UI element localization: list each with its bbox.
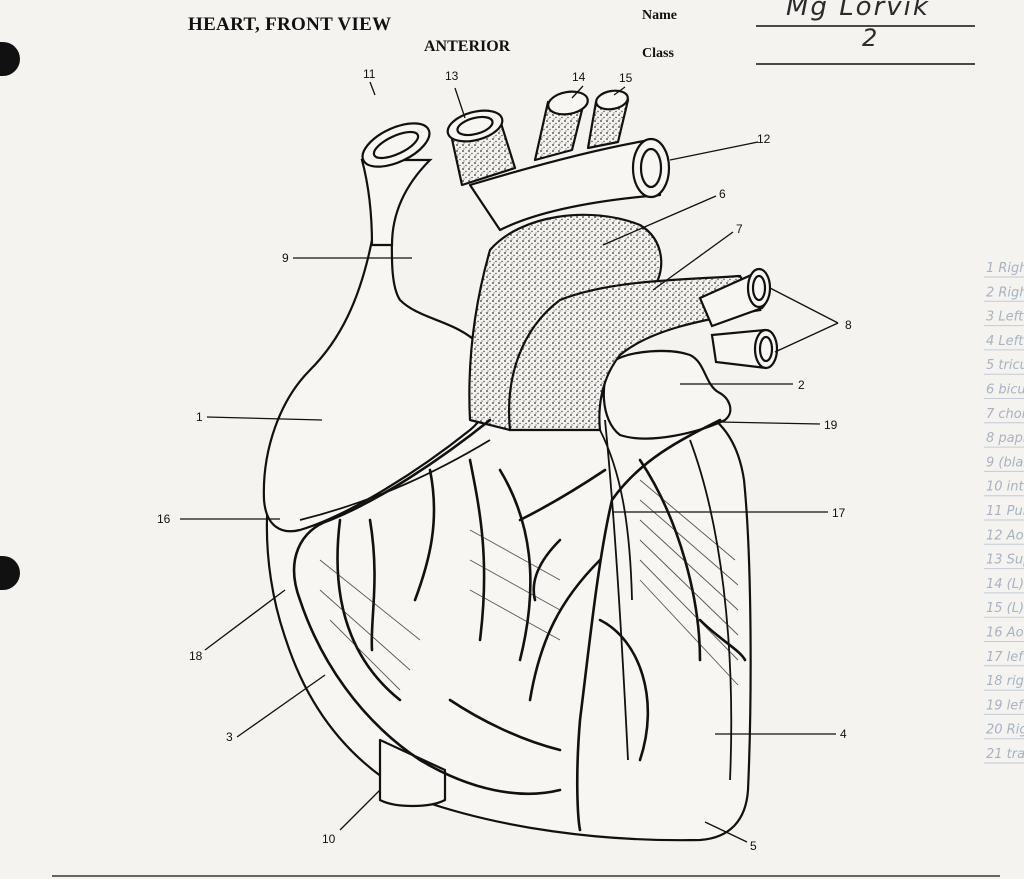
coronary-branch-12	[448, 698, 562, 752]
label-14: 14	[572, 70, 586, 84]
bleedthrough-list-item: 12 Aortic semilunar valve	[986, 528, 1024, 543]
bleedthrough-list-item: 13 Superior vena cava	[986, 553, 1024, 568]
coronary-branch-10	[532, 538, 562, 602]
name-field: Mg Lorvik	[786, 0, 930, 22]
label-6: 6	[719, 187, 726, 201]
coronary-sulcus	[299, 439, 491, 521]
superior-vena-cava	[360, 158, 433, 247]
name-label: Name	[642, 8, 677, 23]
label-8: 8	[845, 318, 852, 332]
binder-hole-bottom	[0, 556, 20, 590]
binder-hole-top	[0, 42, 20, 76]
bleedthrough-list-item: 16 Aorta	[986, 626, 1024, 641]
label-2: 2	[798, 378, 805, 392]
class-label: Class	[642, 46, 674, 61]
coronary-branch-2	[468, 458, 486, 642]
label-group: 1 2 3 4 5 6 7 8 9 10 11 12 13 14 15 16 1…	[157, 67, 852, 853]
label-18: 18	[189, 649, 203, 663]
right-ventricle-edge	[599, 429, 633, 601]
label-17: 17	[832, 506, 846, 520]
label-4: 4	[840, 727, 847, 741]
label-3: 3	[226, 730, 233, 744]
label-12: 12	[757, 132, 771, 146]
worksheet-subtitle: ANTERIOR	[424, 38, 511, 55]
inferior-vena-cava-outline	[378, 738, 447, 808]
coronary-branch-4	[368, 518, 376, 652]
coronary-branch-8	[638, 458, 702, 662]
right-coronary-artery	[292, 418, 562, 796]
label-13: 13	[445, 69, 459, 83]
bleedthrough-list-item: 5 tricuspid valve	[986, 358, 1024, 373]
class-field: 2	[862, 24, 878, 52]
label-15: 15	[619, 71, 633, 85]
label-16: 16	[157, 512, 171, 526]
coronary-branch-6	[528, 558, 602, 702]
coronary-branch-9	[518, 468, 607, 522]
bleedthrough-list-item: 10 interventricular septum	[986, 480, 1024, 495]
bleedthrough-answer-list: 1 Right Atrium 2 Right ventricle 3 Left at…	[984, 261, 1024, 764]
label-11: 11	[363, 67, 376, 81]
left-atrium-outline	[602, 349, 732, 440]
bleedthrough-list-item: 1 Right Atrium	[986, 261, 1024, 276]
bleedthrough-list-item: 3 Left atrium	[986, 310, 1024, 325]
bleedthrough-list-item: 20 Right pulmonary veins	[986, 723, 1024, 738]
bleedthrough-list-item: 7 chordae tendinae	[986, 407, 1024, 422]
pulmonary-trunk	[508, 274, 762, 432]
bleedthrough-list-item: 9 (blank)	[986, 455, 1024, 470]
label-10: 10	[322, 832, 336, 846]
coronary-branch-7	[598, 618, 650, 762]
bleedthrough-list-item: 11 Pulmonary valve	[986, 504, 1024, 519]
label-1: 1	[196, 410, 203, 424]
coronary-branch-3	[498, 468, 532, 662]
label-7: 7	[736, 222, 743, 236]
bleedthrough-list-item: 8 papillary muscles	[986, 431, 1024, 446]
bleedthrough-list-item: 19 left pulmonary veins	[986, 698, 1024, 713]
coronary-branch-1	[413, 468, 436, 602]
bleedthrough-list-item: 21 trachea	[986, 747, 1024, 762]
label-9: 9	[282, 251, 289, 265]
left-ventricle-region	[689, 439, 733, 781]
septal-groove	[604, 419, 629, 761]
coronary-branch-5	[336, 518, 402, 702]
bleedthrough-list-item: 2 Right ventricle	[986, 285, 1024, 300]
left-anterior-descending-artery	[575, 418, 722, 832]
label-19: 19	[824, 418, 838, 432]
label-5: 5	[750, 839, 757, 853]
bleedthrough-list-item: 15 (L) brachiocephalic vein	[986, 601, 1024, 616]
bleedthrough-list-item: 14 (L) brachiocephalic	[986, 577, 1024, 592]
worksheet-title: HEART, FRONT VIEW	[188, 14, 392, 35]
bleedthrough-list-item: 4 Left ventricle	[986, 334, 1024, 349]
bleedthrough-list-item: 18 right pulmonary artery	[986, 674, 1024, 689]
bleedthrough-list-item: 6 bicuspid valve	[986, 383, 1024, 398]
coronary-branch-11	[698, 618, 747, 662]
bleedthrough-list-item: 17 left pulmonary artery	[986, 650, 1024, 665]
muscle-hatching	[319, 479, 739, 691]
